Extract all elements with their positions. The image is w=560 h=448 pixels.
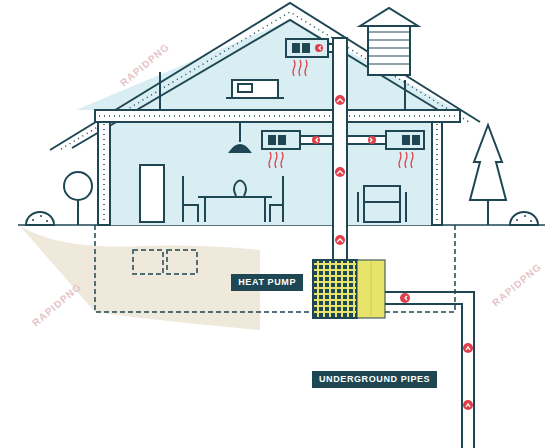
- furniture: [234, 181, 246, 197]
- arrow-chevron: [316, 46, 470, 407]
- vent-register: [268, 43, 420, 145]
- basement-outline: [133, 250, 163, 274]
- walls: [432, 122, 442, 225]
- furniture: [140, 165, 164, 222]
- roof: [61, 12, 469, 149]
- bed: [226, 97, 284, 99]
- furniture: [204, 197, 206, 222]
- tree: [487, 200, 489, 225]
- label-text: UNDERGROUND PIPES: [319, 374, 430, 385]
- bed: [232, 80, 278, 98]
- heat-pump-unit: [313, 260, 357, 318]
- furniture: [264, 197, 266, 222]
- basement-outline: [95, 225, 313, 312]
- roof: [50, 3, 480, 150]
- warm-air-waves: [269, 60, 413, 168]
- furniture: [183, 176, 283, 222]
- heat-pump-unit: [357, 260, 385, 318]
- basement-outline: [95, 225, 455, 312]
- flow-arrow: [335, 95, 345, 105]
- underground-pipe: [385, 292, 474, 448]
- roof: [50, 3, 480, 150]
- bush: [26, 212, 538, 225]
- tree: [64, 172, 92, 200]
- dormer: [368, 22, 410, 75]
- tree: [470, 125, 506, 200]
- heat-pump-unit: [313, 260, 385, 318]
- warm-air-waves: [399, 152, 413, 168]
- tree: [64, 125, 506, 225]
- label-box: HEAT PUMP: [231, 274, 303, 291]
- walls: [103, 124, 105, 223]
- arrow-chevron: [337, 99, 343, 242]
- air-duct: [333, 38, 347, 260]
- bush: [26, 212, 54, 225]
- label-text: HEAT PUMP: [238, 277, 296, 288]
- furniture: [230, 145, 250, 152]
- warm-air-waves: [269, 152, 283, 168]
- basement-outline: [167, 250, 197, 274]
- floor-slab: [99, 115, 456, 117]
- furniture: [239, 122, 241, 142]
- bush: [32, 216, 532, 221]
- floor-slab: [159, 72, 161, 110]
- ground: [20, 226, 260, 330]
- bush: [510, 212, 538, 225]
- underground-pipe: [385, 292, 474, 448]
- furniture: [358, 186, 406, 222]
- bed: [238, 84, 252, 92]
- air-duct: [347, 136, 387, 144]
- dormer: [360, 8, 418, 26]
- arrow-chevron: [316, 46, 372, 142]
- watermark: RAPIDPNG: [30, 281, 84, 329]
- dormer: [360, 8, 418, 75]
- warm-air-waves: [293, 60, 307, 76]
- roof: [72, 20, 458, 148]
- floor-slab: [404, 80, 406, 110]
- bed: [226, 80, 284, 98]
- watermark: RAPIDPNG: [490, 261, 544, 309]
- arrow-chevron: [405, 296, 470, 407]
- flow-arrow: [335, 235, 345, 245]
- air-duct: [300, 38, 387, 260]
- basement-outline: [385, 225, 455, 312]
- label-box: UNDERGROUND PIPES: [312, 371, 437, 388]
- flow-arrow: [335, 167, 345, 177]
- vent-register: [262, 39, 424, 149]
- dormer: [368, 32, 410, 64]
- ground: [18, 225, 545, 330]
- furniture: [198, 196, 272, 198]
- walls: [436, 124, 438, 223]
- flow-arrow: [312, 44, 473, 410]
- heat-pump-unit: [371, 262, 372, 316]
- walls: [98, 122, 110, 225]
- floor-slab: [95, 72, 460, 122]
- floor-slab: [95, 110, 460, 122]
